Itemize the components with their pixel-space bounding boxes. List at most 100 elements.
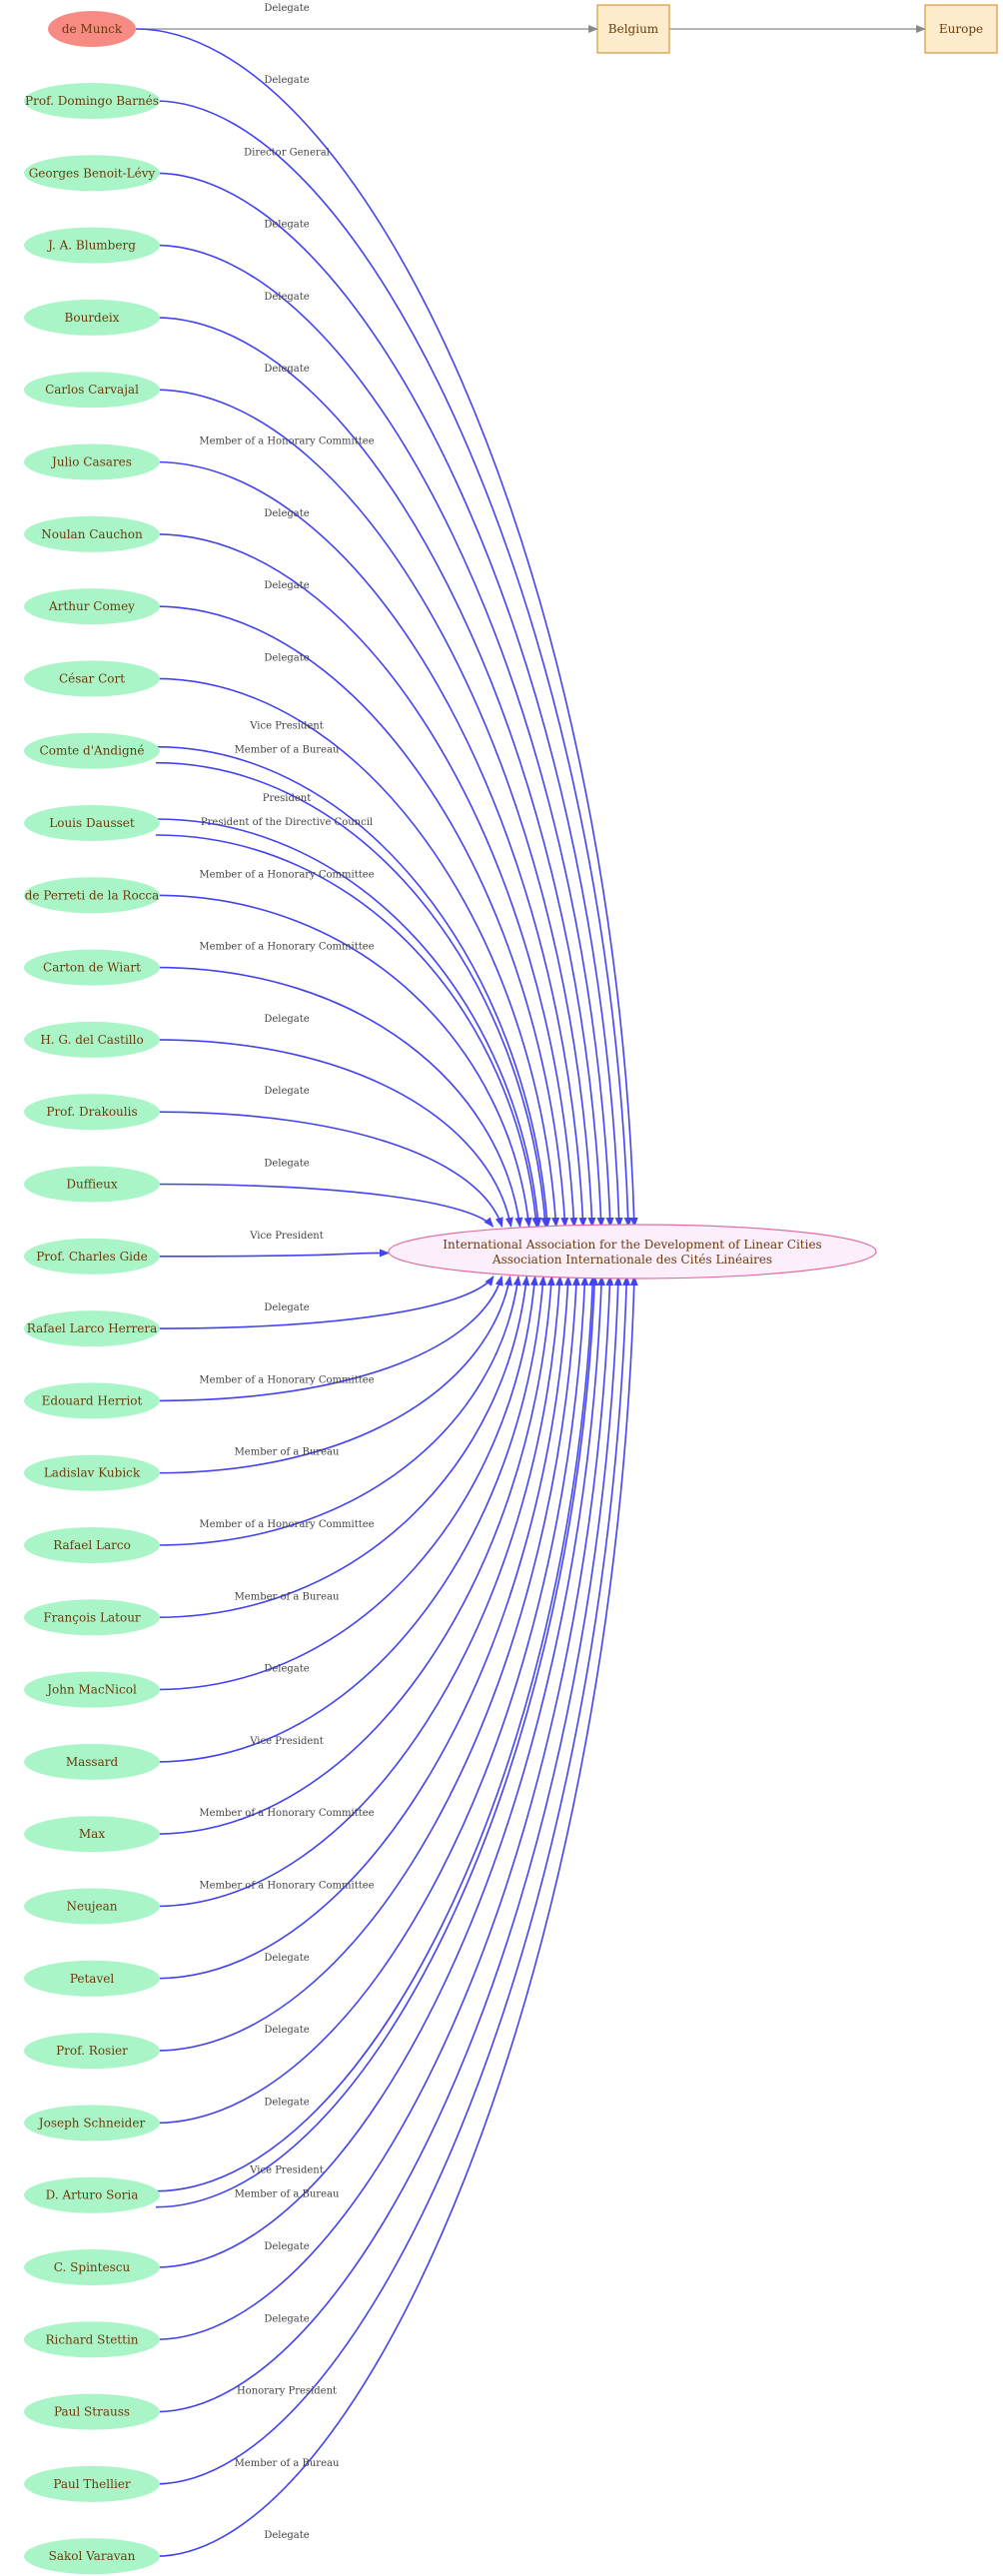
person-node[interactable]: François Latour bbox=[24, 1599, 160, 1636]
edge-label-person-22-0: Delegate bbox=[264, 1664, 309, 1675]
person-node[interactable]: Massard bbox=[24, 1743, 160, 1780]
edge-label-person-2-0: Delegate bbox=[264, 220, 309, 231]
edge-person-5-0 bbox=[155, 460, 587, 1228]
edge-person-31-0 bbox=[155, 1276, 614, 2341]
edges-layer bbox=[135, 25, 926, 2557]
person-name: Bourdeix bbox=[65, 311, 120, 325]
place-node-europe[interactable]: Europe bbox=[924, 4, 998, 54]
edge-person-32-0 bbox=[155, 1276, 622, 2413]
edge-label-person-3-0: Delegate bbox=[264, 292, 309, 303]
person-name: Noulan Cauchon bbox=[41, 527, 143, 541]
edge-person-17-0 bbox=[155, 1276, 495, 1329]
edge-person-26-0 bbox=[155, 1276, 572, 1980]
person-name: Petavel bbox=[70, 1972, 114, 1986]
person-name: C. Spintescu bbox=[54, 2260, 131, 2274]
edge-label-person-7-0: Delegate bbox=[264, 580, 309, 591]
edge-person-1-0 bbox=[155, 172, 623, 1228]
person-node[interactable]: Prof. Drakoulis bbox=[24, 1094, 160, 1131]
person-node[interactable]: H. G. del Castillo bbox=[24, 1021, 160, 1058]
edge-label-person-31-0: Delegate bbox=[264, 2313, 309, 2324]
edge-label-person-4-0: Delegate bbox=[264, 364, 309, 375]
person-node[interactable]: Georges Benoit-Lévy bbox=[24, 155, 160, 192]
person-node[interactable]: Ladislav Kubick bbox=[24, 1454, 160, 1491]
person-node[interactable]: C. Spintescu bbox=[24, 2249, 160, 2285]
person-node[interactable]: Neujean bbox=[24, 1888, 160, 1925]
person-node[interactable]: Paul Thellier bbox=[24, 2465, 160, 2502]
person-node[interactable]: J. A. Blumberg bbox=[24, 227, 160, 264]
edge-label-person-5-0: Member of a Honorary Committee bbox=[199, 436, 374, 447]
person-node[interactable]: Prof. Domingo Barnés bbox=[24, 83, 160, 119]
person-node[interactable]: Noulan Cauchon bbox=[24, 515, 160, 552]
person-node[interactable]: John MacNicol bbox=[24, 1671, 160, 1708]
person-node[interactable]: Paul Strauss bbox=[24, 2393, 160, 2430]
edge-label-person-6-0: Delegate bbox=[264, 508, 309, 519]
person-node[interactable]: de Perreti de la Rocca bbox=[24, 877, 160, 914]
edge-label-person-8-0: Delegate bbox=[264, 652, 309, 663]
organization-name-fr: Association Internationale des Cités Lin… bbox=[492, 1253, 772, 1267]
person-name: César Cort bbox=[59, 671, 125, 685]
person-node[interactable]: Bourdeix bbox=[24, 299, 160, 336]
person-node[interactable]: Sakol Varavan bbox=[24, 2538, 160, 2575]
edge-label-origin: Delegate bbox=[264, 3, 309, 14]
edge-label-person-32-0: Honorary President bbox=[237, 2386, 337, 2397]
person-name: François Latour bbox=[43, 1610, 141, 1624]
person-name: Carlos Carvajal bbox=[45, 383, 139, 397]
edge-label-person-26-0: Delegate bbox=[264, 1953, 309, 1964]
edge-label-person-24-0: Member of a Honorary Committee bbox=[199, 1808, 374, 1819]
edge-person-10-0 bbox=[155, 818, 542, 1228]
person-name: Prof. Drakoulis bbox=[46, 1105, 137, 1119]
edge-label-person-27-0: Delegate bbox=[264, 2025, 309, 2036]
edge-label-person-30-0: Delegate bbox=[264, 2241, 309, 2252]
place-node-belgium[interactable]: Belgium bbox=[596, 4, 670, 54]
edge-person-11-0 bbox=[155, 894, 532, 1228]
person-node[interactable]: Julio Casares bbox=[24, 443, 160, 480]
person-name: Ladislav Kubick bbox=[44, 1466, 141, 1480]
edge-person-16-0 bbox=[155, 1249, 390, 1258]
person-name: de Perreti de la Rocca bbox=[25, 888, 160, 902]
person-node[interactable]: Carlos Carvajal bbox=[24, 372, 160, 409]
person-node[interactable]: Rafael Larco Herrera bbox=[24, 1310, 160, 1347]
edge-label-person-10-0: President bbox=[263, 793, 312, 804]
edge-person-15-0 bbox=[155, 1183, 495, 1228]
person-name: Richard Stettin bbox=[45, 2332, 138, 2346]
organization-name-en: International Association for the Develo… bbox=[443, 1238, 821, 1252]
person-node[interactable]: César Cort bbox=[24, 660, 160, 697]
edge-person-13-0 bbox=[155, 1039, 513, 1228]
organization-node[interactable]: International Association for the Develo… bbox=[388, 1224, 877, 1280]
edge-person-29-1 bbox=[155, 1276, 599, 2208]
person-node[interactable]: D. Arturo Soria bbox=[24, 2176, 160, 2213]
person-node[interactable]: Arthur Comey bbox=[24, 588, 160, 625]
edge-label-person-14-0: Delegate bbox=[264, 1086, 309, 1097]
person-node[interactable]: Richard Stettin bbox=[24, 2321, 160, 2358]
person-node[interactable]: Joseph Schneider bbox=[24, 2105, 160, 2142]
person-node[interactable]: Duffieux bbox=[24, 1166, 160, 1203]
person-node[interactable]: Louis Dausset bbox=[24, 805, 160, 841]
edge-label-person-1-0: Director General bbox=[244, 147, 330, 158]
edge-person-9-1 bbox=[155, 761, 549, 1228]
edge-person-22-0 bbox=[155, 1276, 538, 1691]
person-name: Prof. Domingo Barnés bbox=[25, 94, 159, 108]
edge-label-person-34-0: Delegate bbox=[264, 2530, 309, 2541]
edge-person-29-0 bbox=[155, 1276, 597, 2192]
person-node[interactable]: Max bbox=[24, 1816, 160, 1853]
person-node[interactable]: Prof. Rosier bbox=[24, 2033, 160, 2070]
edge-person-8-0 bbox=[155, 677, 560, 1228]
person-name: H. G. del Castillo bbox=[40, 1033, 143, 1047]
edge-label-person-12-0: Member of a Honorary Committee bbox=[199, 942, 374, 953]
edge-label-person-0-0: Delegate bbox=[264, 75, 309, 86]
person-node[interactable]: Rafael Larco bbox=[24, 1527, 160, 1563]
origin-node[interactable]: de Munck bbox=[48, 11, 136, 47]
edge-person-18-0 bbox=[155, 1276, 503, 1402]
edge-person-30-0 bbox=[155, 1276, 606, 2268]
person-name: Massard bbox=[66, 1755, 119, 1769]
person-node[interactable]: Petavel bbox=[24, 1960, 160, 1997]
person-node[interactable]: Edouard Herriot bbox=[24, 1382, 160, 1419]
person-node[interactable]: Carton de Wiart bbox=[24, 949, 160, 986]
person-name: Louis Dausset bbox=[49, 816, 135, 830]
edge-label-person-21-0: Member of a Bureau bbox=[235, 1591, 340, 1602]
person-node[interactable]: Prof. Charles Gide bbox=[24, 1238, 160, 1275]
person-name: Joseph Schneider bbox=[37, 2116, 146, 2130]
person-name: Arthur Comey bbox=[48, 599, 135, 613]
person-node[interactable]: Comte d'Andigné bbox=[24, 732, 160, 769]
